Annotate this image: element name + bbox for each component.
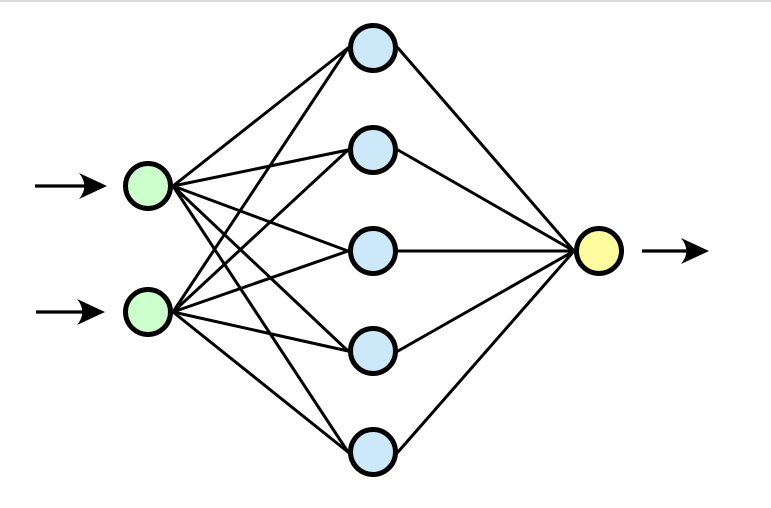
input-arrow-2-head [77, 299, 105, 325]
node-hidden-2 [348, 125, 398, 175]
edge-input-1-to-hidden-4 [171, 184, 350, 353]
edge-input-2-to-hidden-1 [171, 46, 350, 314]
edge-input-2-to-hidden-3 [171, 249, 350, 314]
node-output-1 [574, 226, 624, 276]
edge-input-1-to-hidden-1 [171, 46, 350, 188]
edge-input-1-to-hidden-3 [171, 184, 350, 253]
output-arrow [642, 238, 709, 264]
edge-hidden-2-to-output-1 [396, 148, 576, 253]
edge-input-2-to-hidden-4 [171, 310, 350, 353]
edge-hidden-5-to-output-1 [396, 249, 576, 454]
input-arrow-1 [35, 173, 107, 199]
edge-hidden-4-to-output-1 [396, 249, 576, 353]
node-hidden-1 [348, 23, 398, 73]
edge-hidden-1-to-output-1 [396, 46, 576, 253]
node-hidden-5 [348, 427, 398, 477]
node-hidden-3 [348, 226, 398, 276]
output-arrow-head [681, 238, 709, 264]
edge-input-2-to-hidden-5 [171, 310, 350, 454]
node-input-1 [123, 161, 173, 211]
edge-input-1-to-hidden-2 [171, 148, 350, 188]
node-hidden-4 [348, 326, 398, 376]
input-arrow-2 [36, 299, 105, 325]
top-border-line [0, 0, 771, 2]
edge-input-1-to-hidden-5 [171, 184, 350, 454]
node-input-2 [123, 287, 173, 337]
input-arrow-1-head [79, 173, 107, 199]
edge-input-2-to-hidden-2 [171, 148, 350, 314]
